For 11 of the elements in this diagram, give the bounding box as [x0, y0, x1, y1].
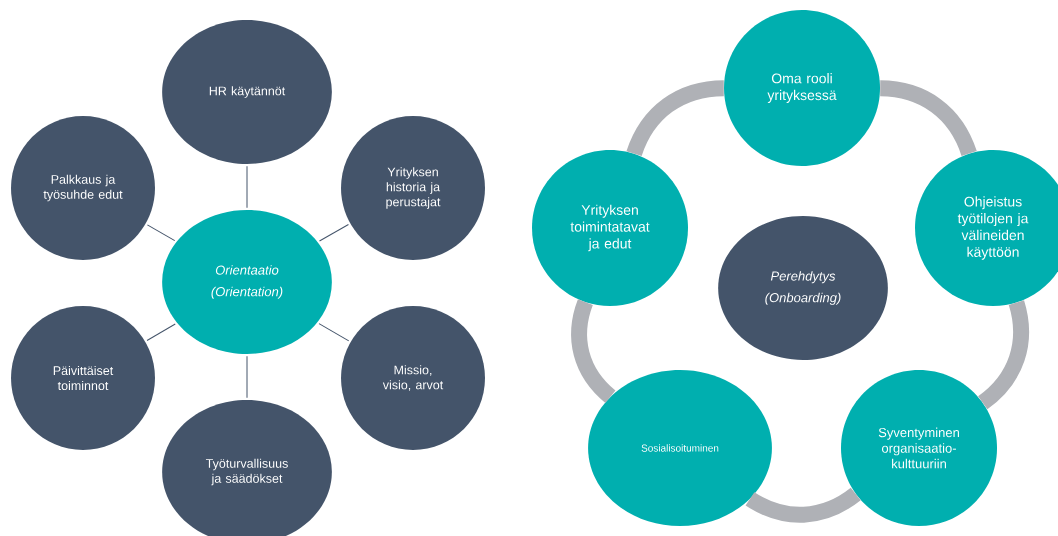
- connector-line: [146, 224, 176, 242]
- ring-segment: [571, 299, 616, 403]
- ring-segment: [977, 300, 1030, 409]
- connector-line: [246, 165, 248, 209]
- ring-segment: [745, 487, 861, 523]
- connector-line: [319, 224, 349, 242]
- ring-segment: [626, 80, 725, 157]
- connector-line: [318, 323, 350, 342]
- ring-segment: [879, 80, 977, 157]
- connector-line: [146, 323, 176, 341]
- connector-line: [246, 355, 248, 399]
